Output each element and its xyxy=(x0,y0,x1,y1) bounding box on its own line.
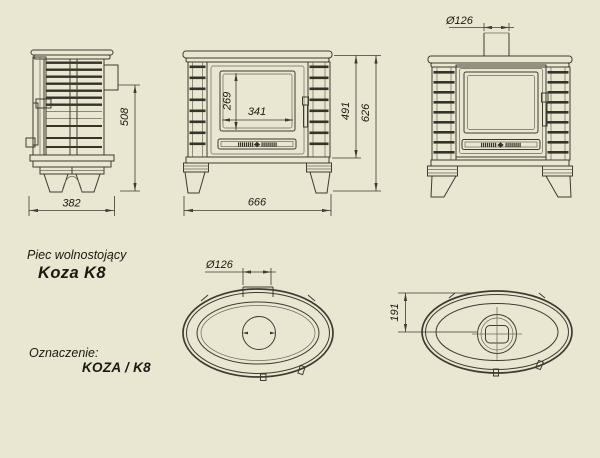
flue-view-door-handle xyxy=(541,92,549,127)
top-view-with-flue-collar: 191 xyxy=(389,290,573,377)
dim-total-height: 626 xyxy=(333,55,381,192)
flue-view-door xyxy=(455,64,547,158)
side-door-handle xyxy=(25,98,52,148)
dim-body-height: 491 xyxy=(332,55,381,159)
dimension-label-191: 191 xyxy=(389,303,401,321)
side-louvers xyxy=(46,61,102,148)
dim-flue-diameter-top: Ø126 xyxy=(205,259,276,285)
dim-flue-center-depth: 191 xyxy=(389,292,477,333)
dimension-label-626: 626 xyxy=(360,103,372,122)
dimension-label-382: 382 xyxy=(62,198,80,210)
dimension-label-508: 508 xyxy=(119,107,131,126)
product-type-label: Piec wolnostojący xyxy=(27,248,127,262)
dim-glass-width: 341 xyxy=(222,106,293,122)
flue-view-legs xyxy=(427,165,573,198)
front-top-plate xyxy=(182,50,333,59)
front-grille xyxy=(217,138,297,150)
dimension-label-666: 666 xyxy=(248,197,267,209)
rear-flue-outlet xyxy=(103,64,119,91)
top-view-outer-ring xyxy=(182,288,334,378)
dim-total-width: 666 xyxy=(183,194,332,216)
flue-view-grille xyxy=(461,139,541,150)
side-body xyxy=(43,58,105,156)
dimension-label-flue-top: Ø126 xyxy=(205,259,234,271)
top-view-flue-stub xyxy=(242,286,274,297)
flue-view-louvers xyxy=(433,71,569,154)
dim-glass-height: 269 xyxy=(222,73,238,130)
side-view: 382 508 xyxy=(25,49,140,216)
flue-pipe xyxy=(483,32,510,56)
title-block: Piec wolnostojący Koza K8 Oznaczenie: KO… xyxy=(27,248,151,375)
side-legs xyxy=(39,166,105,193)
side-top-plate xyxy=(30,49,114,56)
flue-view-glass xyxy=(463,71,539,134)
dimension-label-269: 269 xyxy=(222,92,234,111)
front-legs xyxy=(183,162,332,194)
top-view-tab xyxy=(297,364,306,376)
front-view-with-flue: Ø126 xyxy=(427,15,573,198)
designation-label: Oznaczenie: xyxy=(29,346,98,360)
front-door-handle xyxy=(302,96,309,128)
dim-flue-diameter-front: Ø126 xyxy=(445,15,514,31)
collar-view-tab xyxy=(493,368,499,377)
front-door-glass xyxy=(219,70,296,132)
dim-side-height: 508 xyxy=(118,84,140,192)
flue-view-top-plate xyxy=(427,55,573,64)
dimension-label-491: 491 xyxy=(340,102,352,120)
collar-view-tab xyxy=(535,359,544,371)
grille-diamond xyxy=(253,141,261,148)
top-view-tab xyxy=(260,373,267,381)
dimension-label-flue-front: Ø126 xyxy=(445,15,474,27)
front-louvers xyxy=(189,65,329,146)
dimension-label-341: 341 xyxy=(248,106,266,118)
dim-side-width: 382 xyxy=(28,196,115,216)
front-view: 269 341 666 491 xyxy=(182,50,381,216)
designation-value: KOZA / K8 xyxy=(82,360,151,375)
product-name-label: Koza K8 xyxy=(38,264,106,282)
top-view: Ø126 xyxy=(182,259,334,381)
